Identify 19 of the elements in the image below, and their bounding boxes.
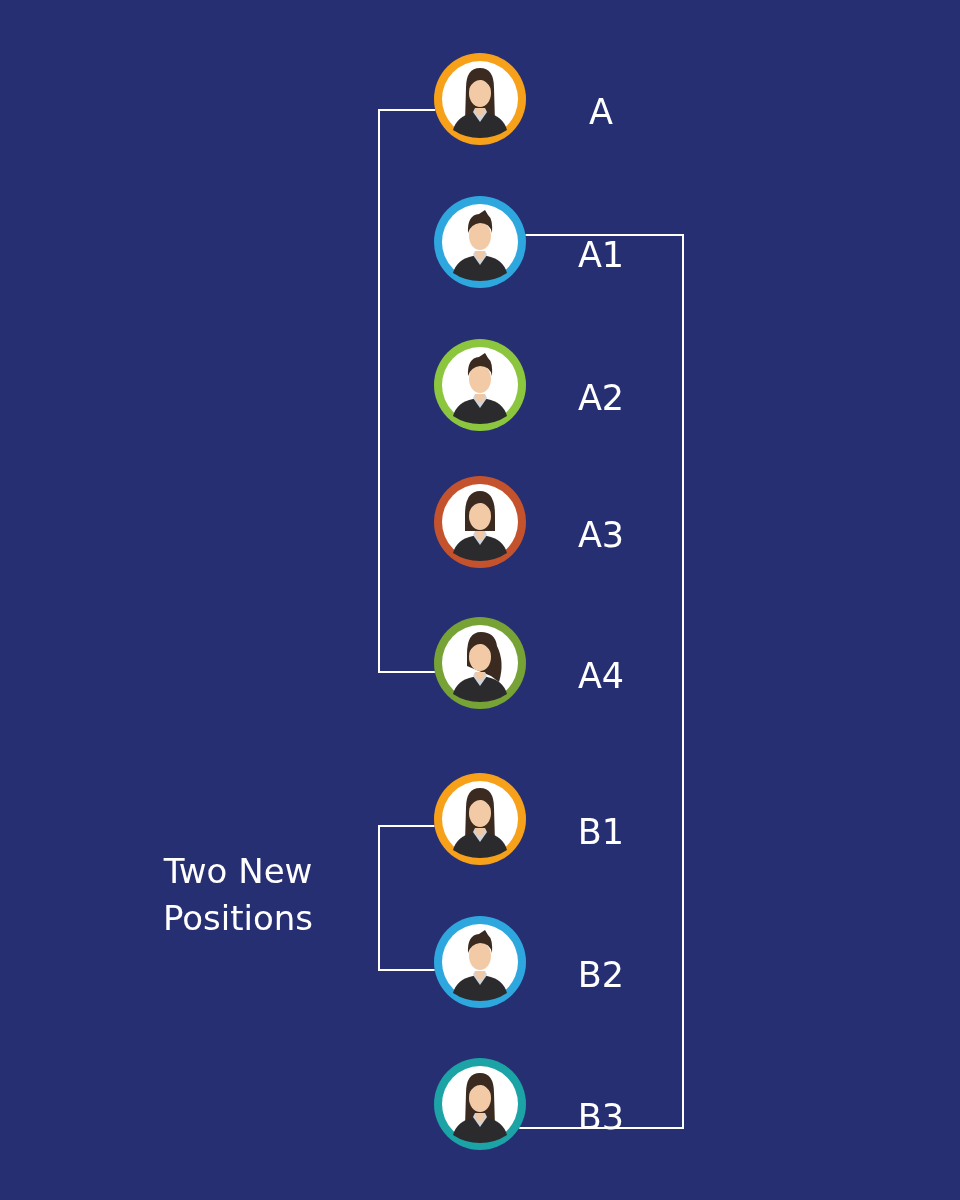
position-label: A3 <box>577 515 625 555</box>
person-avatar <box>433 52 527 146</box>
position-label: A <box>589 92 613 132</box>
position-label: B2 <box>577 955 625 995</box>
connector-line <box>378 109 437 673</box>
connector-line <box>378 825 436 971</box>
note-text: Two New Positions <box>161 850 315 940</box>
position-label: A2 <box>577 378 625 418</box>
position-label: A4 <box>577 656 625 696</box>
person-avatar <box>433 616 527 710</box>
person-avatar <box>433 1057 527 1151</box>
connector-line <box>518 234 684 1129</box>
person-avatar <box>433 338 527 432</box>
position-label: A1 <box>577 235 625 275</box>
person-avatar <box>433 772 527 866</box>
position-label: B1 <box>577 812 625 852</box>
person-avatar <box>433 475 527 569</box>
person-avatar <box>433 195 527 289</box>
person-avatar <box>433 915 527 1009</box>
